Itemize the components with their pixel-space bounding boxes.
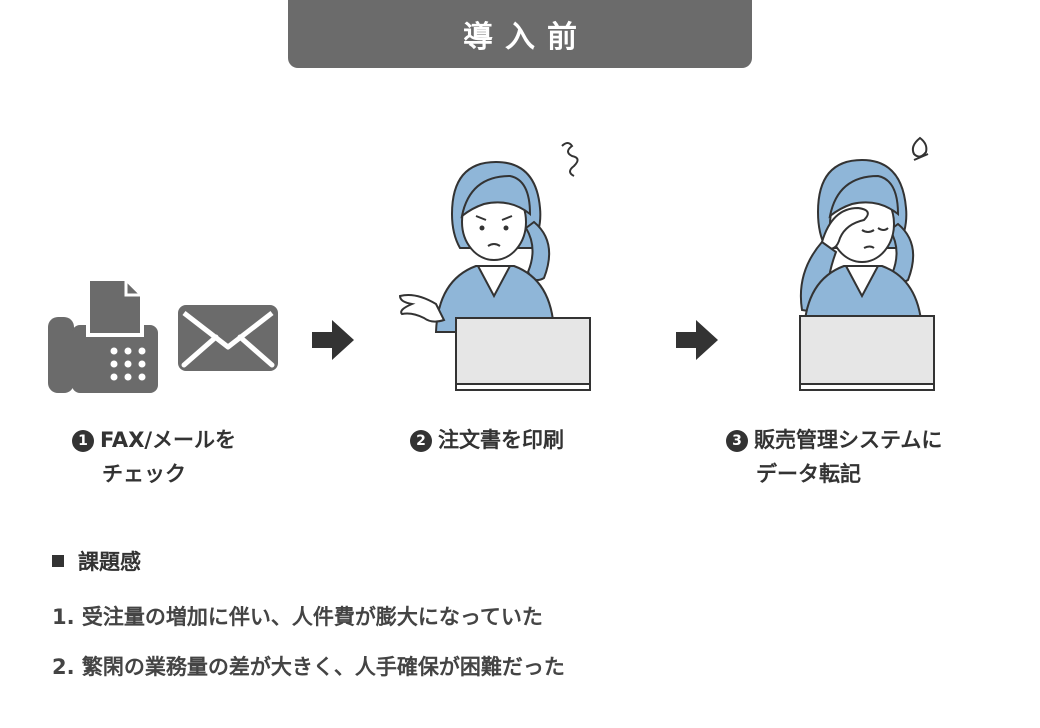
square-bullet-icon	[52, 555, 64, 567]
step-3-caption: 3 販売管理システムに データ転記	[726, 423, 942, 491]
page-title: 導入前	[463, 20, 589, 55]
confused-worker-illustration	[398, 142, 591, 391]
step-1-line2: チェック	[102, 462, 186, 486]
issues-heading-label: 課題感	[78, 550, 141, 574]
step-3-line1: 販売管理システムに	[754, 428, 943, 452]
fax-and-mail-icon	[48, 277, 278, 393]
step-1-caption: 1 FAX/メールを チェック	[72, 423, 236, 491]
step-1-line1: FAX/メールを	[100, 428, 237, 452]
arrow-right-icon	[312, 320, 354, 360]
stressed-worker-illustration	[799, 136, 935, 391]
step-2-line1: 注文書を印刷	[438, 428, 564, 452]
header-tab: 導入前	[288, 0, 752, 68]
issue-list: 1. 受注量の増加に伴い、人件費が膨大になっていた 2. 繁閑の業務量の差が大き…	[52, 600, 565, 700]
step-2-caption: 2 注文書を印刷	[410, 423, 564, 457]
step-number-badge: 1	[72, 430, 94, 452]
list-item: 2. 繁閑の業務量の差が大きく、人手確保が困難だった	[52, 655, 565, 679]
list-item: 1. 受注量の増加に伴い、人件費が膨大になっていた	[52, 605, 543, 629]
arrow-right-icon	[676, 320, 718, 360]
step-number-badge: 3	[726, 430, 748, 452]
step-number-badge: 2	[410, 430, 432, 452]
step-3-line2: データ転記	[756, 462, 861, 486]
issues-heading: 課題感	[52, 546, 141, 576]
